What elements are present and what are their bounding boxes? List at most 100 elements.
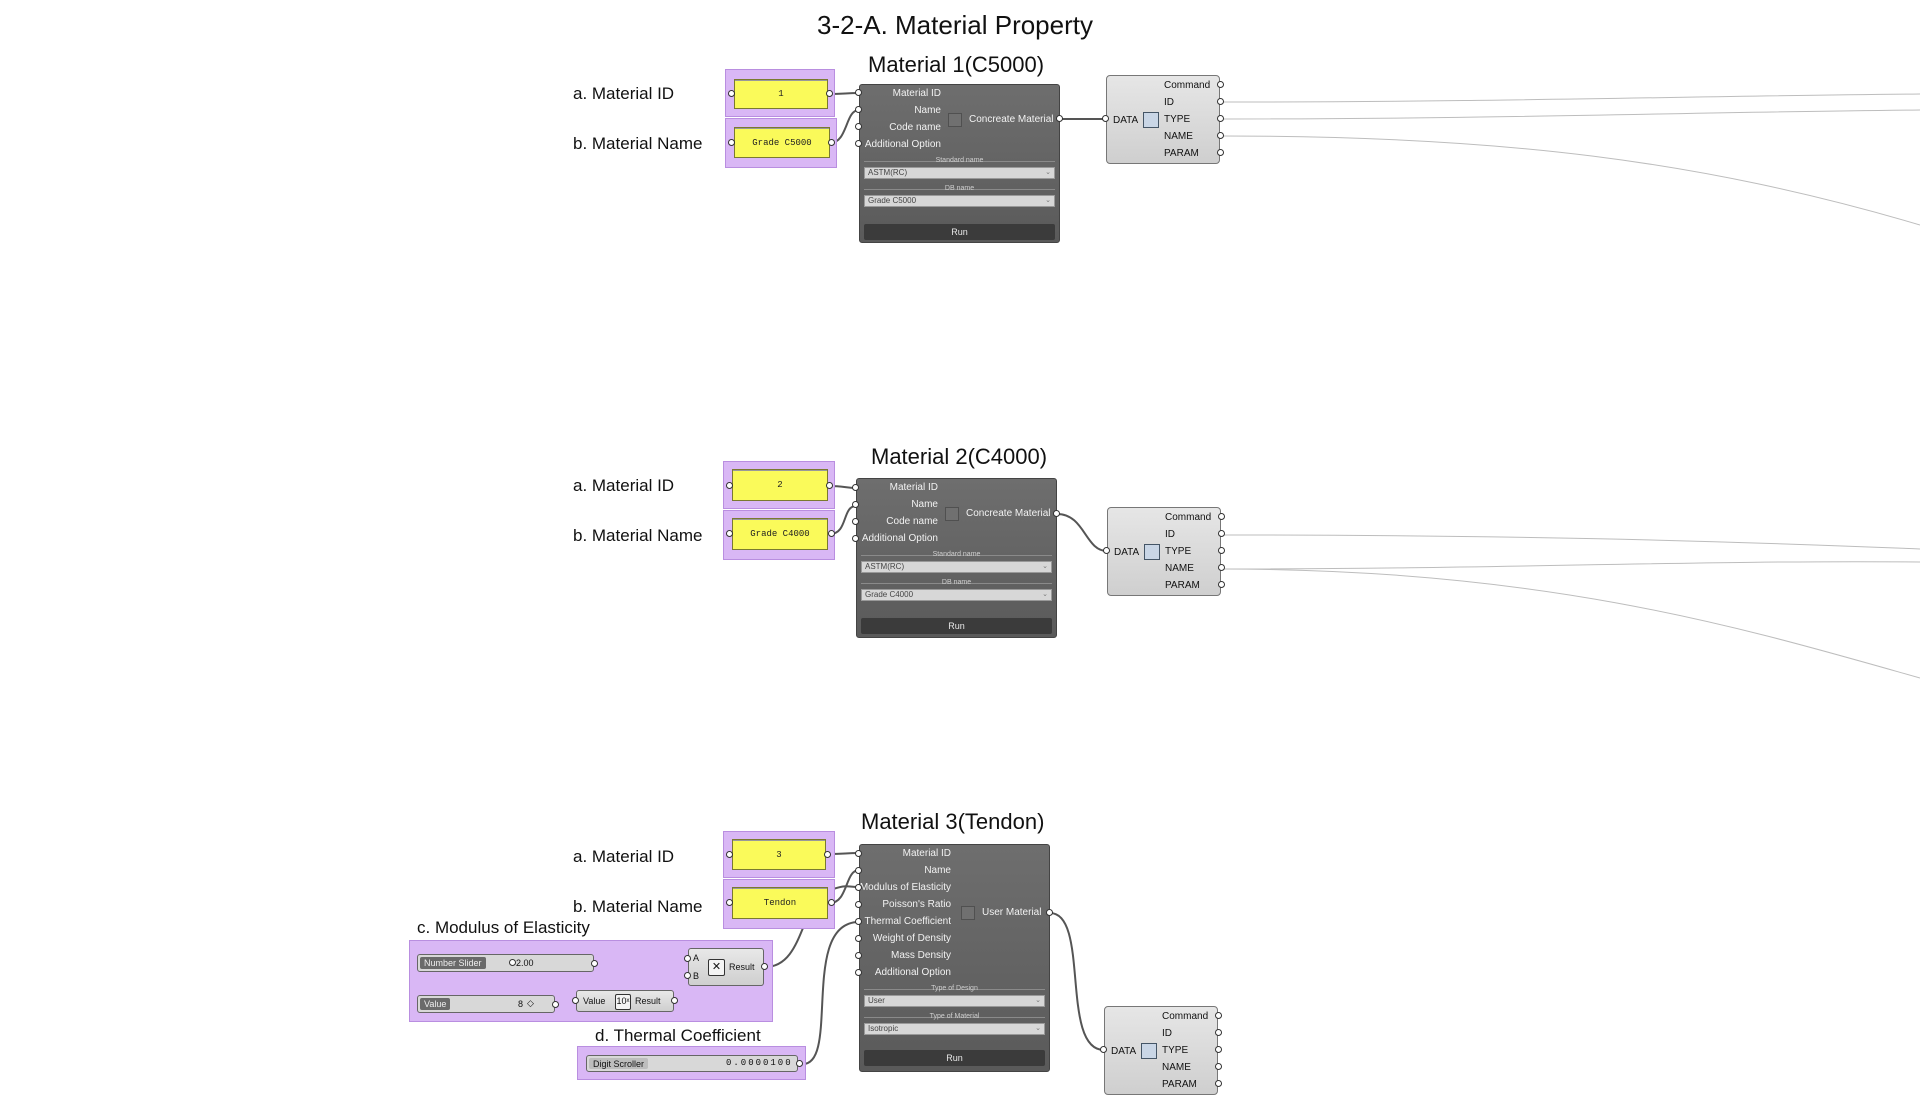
grip[interactable] xyxy=(855,123,862,130)
grip[interactable] xyxy=(852,484,859,491)
slider-handle[interactable] xyxy=(509,959,516,966)
panel-material-id-2[interactable]: 2 xyxy=(732,469,828,501)
grip[interactable] xyxy=(826,90,833,97)
output-result: Result xyxy=(729,962,755,972)
chevron-down-icon: ⌄ xyxy=(1042,563,1048,570)
grip[interactable] xyxy=(828,530,835,537)
grip[interactable] xyxy=(852,535,859,542)
data-component-1[interactable]: DATA Command ID TYPE NAME PARAM xyxy=(1106,75,1220,164)
grip[interactable] xyxy=(1053,510,1060,517)
grip[interactable] xyxy=(591,960,598,967)
grip[interactable] xyxy=(684,955,691,962)
grip[interactable] xyxy=(572,997,579,1004)
input-additional-option: Additional Option xyxy=(861,533,938,544)
digit-scroller[interactable]: Digit Scroller 0.0000100 xyxy=(586,1055,798,1072)
grip[interactable] xyxy=(855,106,862,113)
grip[interactable] xyxy=(796,1060,803,1067)
grip[interactable] xyxy=(728,139,735,146)
value-slider[interactable]: Value 8 ◇ xyxy=(417,995,555,1013)
grip[interactable] xyxy=(761,963,768,970)
dropdown-value: User xyxy=(868,996,885,1005)
grip[interactable] xyxy=(1215,1012,1222,1019)
grip[interactable] xyxy=(1056,115,1063,122)
grip[interactable] xyxy=(1103,547,1110,554)
grip[interactable] xyxy=(855,952,862,959)
grip[interactable] xyxy=(728,90,735,97)
number-slider[interactable]: Number Slider 2.00 xyxy=(417,954,594,972)
slider-name: Number Slider xyxy=(420,957,486,969)
panel-material-name-1[interactable]: Grade C5000 xyxy=(734,127,830,158)
concrete-material-component-2[interactable]: Material ID Name Code name Additional Op… xyxy=(856,478,1057,638)
grip[interactable] xyxy=(1215,1029,1222,1036)
run-button[interactable]: Run xyxy=(864,1050,1045,1066)
run-button[interactable]: Run xyxy=(861,618,1052,634)
dropdown-db-name[interactable]: Grade C5000⌄ xyxy=(864,195,1055,207)
grip[interactable] xyxy=(726,851,733,858)
input-weight-of-density: Weight of Density xyxy=(872,933,951,944)
dropdown-standard-name[interactable]: ASTM(RC)⌄ xyxy=(864,167,1055,179)
grip[interactable] xyxy=(1217,81,1224,88)
output-name: NAME xyxy=(1164,131,1193,142)
dropdown-db-name[interactable]: Grade C4000⌄ xyxy=(861,589,1052,601)
grip[interactable] xyxy=(824,851,831,858)
data-component-2[interactable]: DATA Command ID TYPE NAME PARAM xyxy=(1107,507,1221,596)
grip[interactable] xyxy=(852,501,859,508)
grip[interactable] xyxy=(1218,564,1225,571)
grip[interactable] xyxy=(855,140,862,147)
output-type: TYPE xyxy=(1162,1045,1189,1056)
wire-out-2a xyxy=(1222,534,1920,550)
chevron-down-icon: ⌄ xyxy=(1045,197,1051,204)
dropdown-type-of-material[interactable]: Isotropic⌄ xyxy=(864,1023,1045,1035)
chevron-down-icon: ⌄ xyxy=(1035,997,1041,1004)
grip[interactable] xyxy=(1218,547,1225,554)
grip[interactable] xyxy=(1046,909,1053,916)
run-button[interactable]: Run xyxy=(864,224,1055,240)
grip[interactable] xyxy=(1215,1080,1222,1087)
user-material-component[interactable]: Material ID Name Modulus of Elasticity P… xyxy=(859,844,1050,1072)
grip[interactable] xyxy=(1217,149,1224,156)
page-title: 3-2-A. Material Property xyxy=(817,10,1093,40)
grip[interactable] xyxy=(726,899,733,906)
grip[interactable] xyxy=(1215,1063,1222,1070)
grip[interactable] xyxy=(855,850,862,857)
dropdown-standard-name[interactable]: ASTM(RC) ⌄ xyxy=(861,561,1052,573)
grip[interactable] xyxy=(855,901,862,908)
output-result: Result xyxy=(635,996,661,1006)
grip[interactable] xyxy=(552,1001,559,1008)
dropdown-type-of-design[interactable]: User ⌄ xyxy=(864,995,1045,1007)
grip[interactable] xyxy=(684,972,691,979)
grip[interactable] xyxy=(1218,530,1225,537)
grip[interactable] xyxy=(855,884,862,891)
grip[interactable] xyxy=(828,899,835,906)
grip[interactable] xyxy=(852,518,859,525)
grip[interactable] xyxy=(855,89,862,96)
group-title-material-3: Material 3(Tendon) xyxy=(861,809,1045,834)
data-component-3[interactable]: DATA Command ID TYPE NAME PARAM xyxy=(1104,1006,1218,1095)
grip[interactable] xyxy=(671,997,678,1004)
dropdown-value: ASTM(RC) xyxy=(865,562,905,571)
grip[interactable] xyxy=(826,482,833,489)
grip[interactable] xyxy=(1100,1046,1107,1053)
grip[interactable] xyxy=(828,139,835,146)
grip[interactable] xyxy=(1217,115,1224,122)
grip[interactable] xyxy=(1218,513,1225,520)
multiplication-component[interactable]: A B ✕ Result xyxy=(688,948,764,986)
panel-material-id-1[interactable]: 1 xyxy=(734,79,828,109)
power-icon: 10ˣ xyxy=(615,994,631,1010)
grip[interactable] xyxy=(1102,115,1109,122)
panel-material-name-3[interactable]: Tendon xyxy=(732,887,828,919)
grip[interactable] xyxy=(726,530,733,537)
grip[interactable] xyxy=(1217,132,1224,139)
grip[interactable] xyxy=(726,482,733,489)
grip[interactable] xyxy=(855,969,862,976)
grip[interactable] xyxy=(1217,98,1224,105)
grip[interactable] xyxy=(1215,1046,1222,1053)
grip[interactable] xyxy=(855,935,862,942)
grip[interactable] xyxy=(855,918,862,925)
concrete-material-component-1[interactable]: Material ID Name Code name Additional Op… xyxy=(859,84,1060,243)
panel-material-id-3[interactable]: 3 xyxy=(732,839,826,870)
grip[interactable] xyxy=(1218,581,1225,588)
power-component[interactable]: Value 10ˣ Result xyxy=(576,990,674,1012)
grip[interactable] xyxy=(855,867,862,874)
panel-material-name-2[interactable]: Grade C4000 xyxy=(732,518,828,550)
